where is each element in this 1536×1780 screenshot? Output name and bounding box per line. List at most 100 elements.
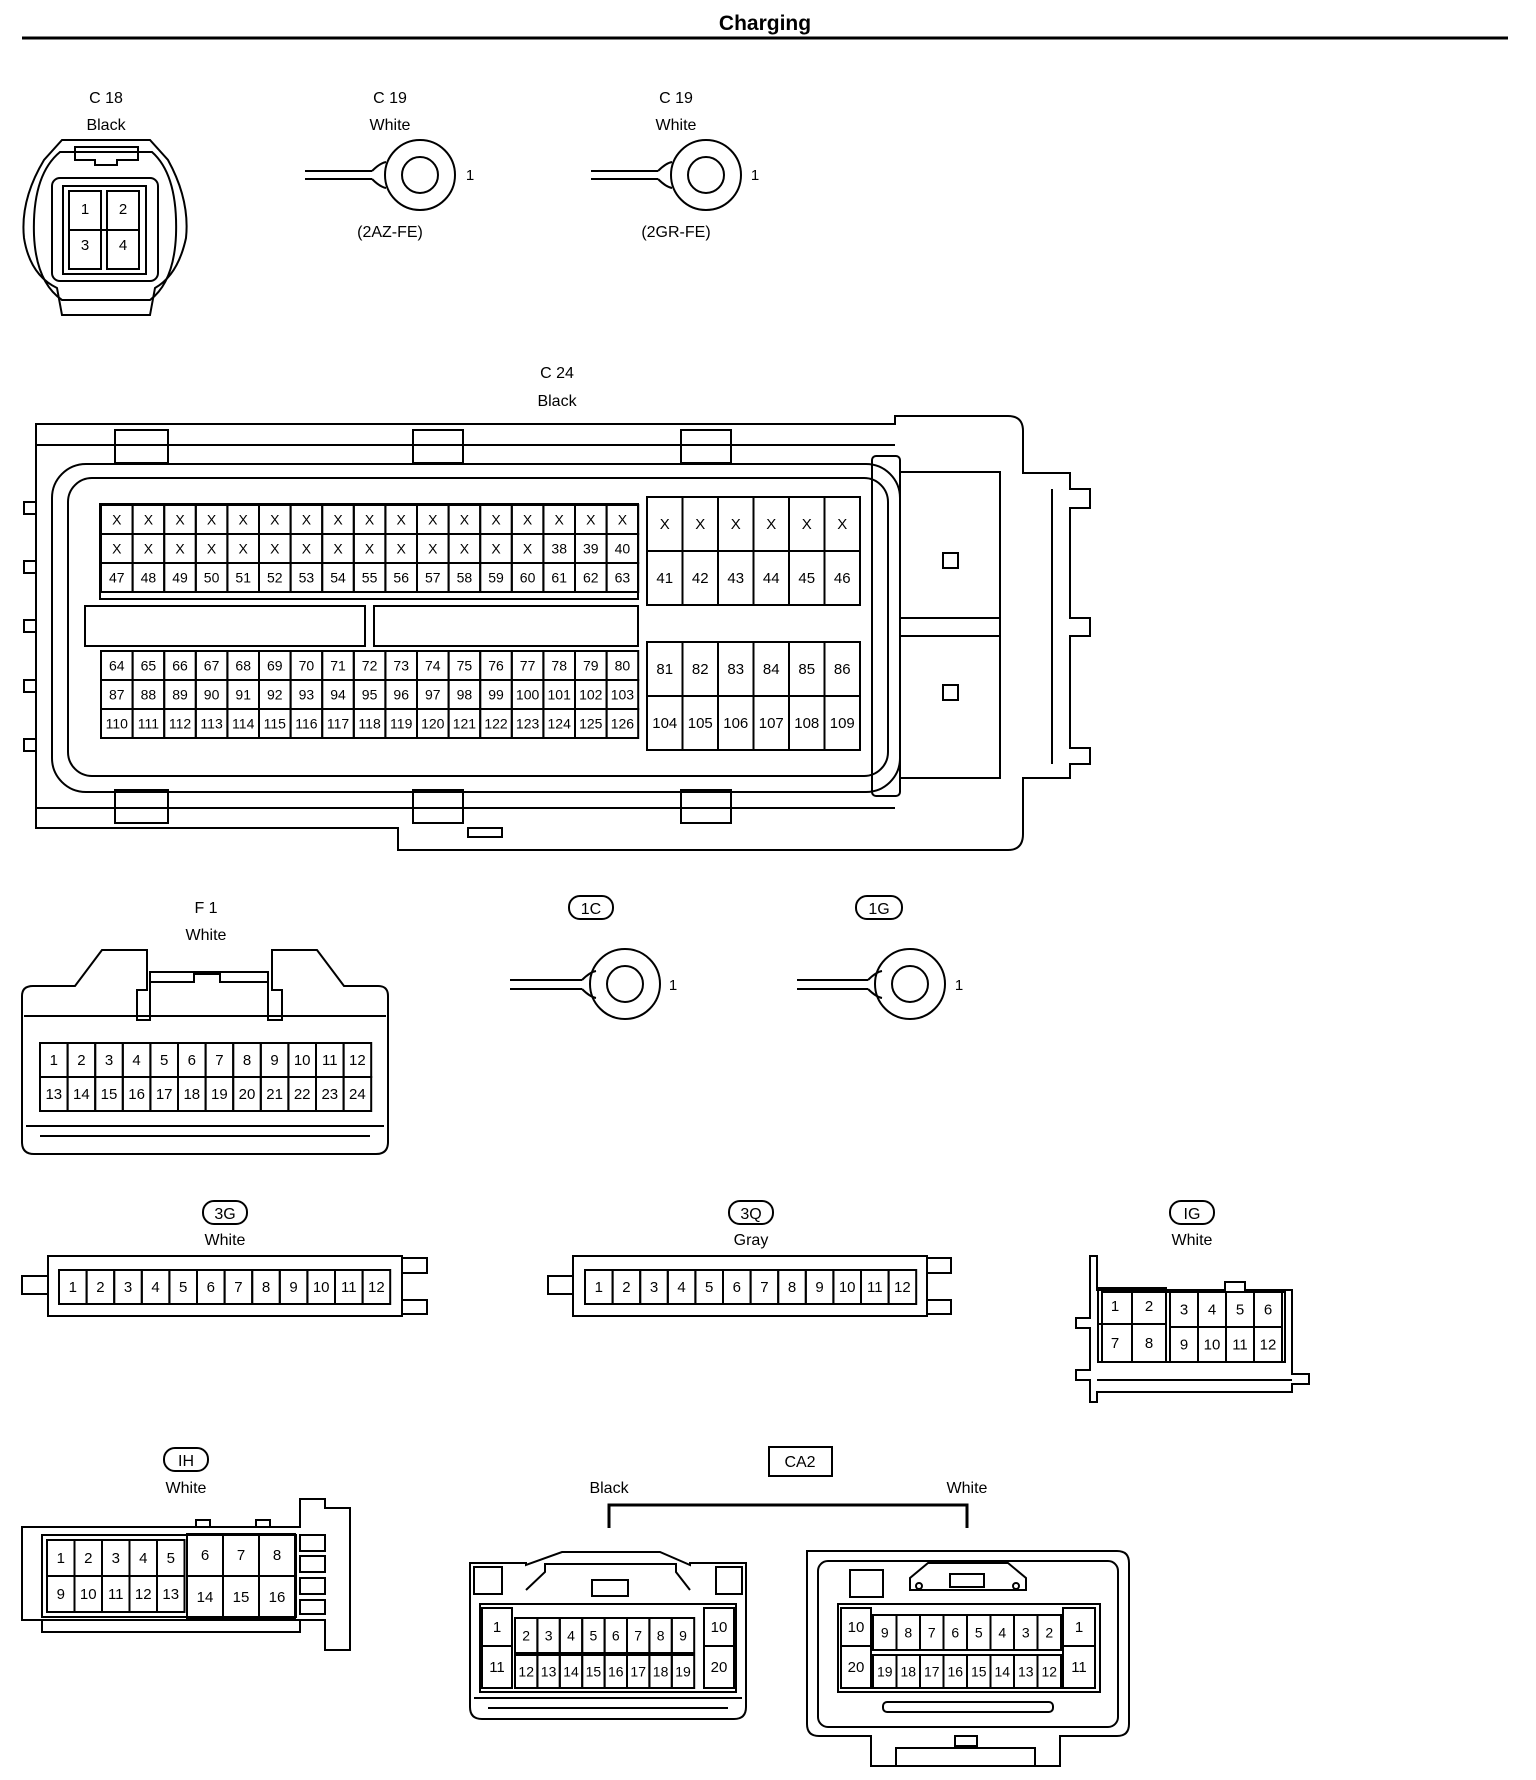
c24-pin: 111 (138, 716, 159, 732)
j3g-code: 3G (214, 1206, 235, 1223)
ca2-white-pin: 2 (1045, 1625, 1053, 1641)
f1-pin: 20 (239, 1086, 256, 1103)
c24-pin: 61 (551, 570, 567, 586)
c24-pin: X (695, 516, 705, 533)
ca2-black-pin: 5 (590, 1628, 598, 1644)
c24-pin: X (333, 541, 343, 557)
connector-c19-2az: C 19 White 1 (2AZ-FE) (305, 90, 474, 241)
ig-pin: 9 (1180, 1337, 1188, 1354)
c24-pin: 113 (200, 716, 223, 732)
ig-pin: 1 (1111, 1298, 1119, 1315)
c24-pin: 52 (267, 570, 283, 586)
ig-pin: 11 (1232, 1337, 1248, 1354)
c24-pin: X (333, 512, 343, 528)
f1-pin: 15 (101, 1086, 118, 1103)
c24-pin: 56 (393, 570, 409, 586)
j3q-pin: 3 (650, 1279, 658, 1296)
c24-pin: 112 (169, 716, 192, 732)
ih-pin: 12 (135, 1586, 152, 1603)
c24-pin: X (207, 541, 217, 557)
f1-pin: 19 (211, 1086, 228, 1103)
ca2-white-pin-cell (840, 1645, 872, 1689)
c24-pin: X (397, 512, 407, 528)
j3q-pin: 6 (733, 1279, 741, 1296)
connector-c19-2gr: C 19 White 1 (2GR-FE) (591, 90, 759, 241)
c24-pin: X (207, 512, 217, 528)
c24-color: Black (537, 393, 577, 410)
c24-pin: X (586, 512, 596, 528)
ca2-black-pin: 14 (563, 1664, 579, 1680)
ca2-white-pin: 16 (947, 1664, 963, 1680)
c24-pin: X (175, 541, 185, 557)
ig-code: IG (1184, 1206, 1201, 1223)
ca2-white-pin: 7 (928, 1625, 936, 1641)
f1-pin: 8 (243, 1052, 251, 1069)
c24-pin: 90 (204, 687, 220, 703)
ca2-white-pin: 19 (877, 1664, 893, 1680)
c24-pin: 116 (295, 716, 318, 732)
ca2-white-pin: 6 (951, 1625, 959, 1641)
f1-pin: 5 (160, 1052, 168, 1069)
c24-pin: 125 (579, 716, 603, 732)
ih-pin: 14 (197, 1589, 214, 1606)
ca2-white-pin: 20 (848, 1659, 865, 1676)
c24-pin: 88 (141, 687, 157, 703)
f1-pin: 23 (321, 1086, 338, 1103)
j3q-pin: 11 (867, 1279, 883, 1296)
ca2-black-pin: 13 (541, 1664, 557, 1680)
ca2-white-pin: 13 (1018, 1664, 1034, 1680)
c24-pin: X (239, 541, 249, 557)
ig-pin: 7 (1111, 1335, 1119, 1352)
j3g-pin: 9 (289, 1279, 297, 1296)
c24-pin: X (270, 512, 280, 528)
c24-pin: 54 (330, 570, 346, 586)
j3q-pin: 8 (788, 1279, 796, 1296)
c24-pin: 109 (830, 715, 855, 732)
j3q-pin: 5 (705, 1279, 713, 1296)
f1-pin: 12 (349, 1052, 366, 1069)
c24-pin: 42 (692, 570, 709, 587)
c24-pin: X (766, 516, 776, 533)
ca2-white-pin-cell (1036, 1654, 1062, 1689)
ca2-white-pin: 5 (975, 1625, 983, 1641)
c24-pin-cell (823, 695, 861, 751)
c24-pin: 99 (488, 687, 504, 703)
ih-pin: 5 (167, 1550, 175, 1567)
ca2-white-pin: 9 (881, 1625, 889, 1641)
c19a-pin: 1 (466, 167, 474, 184)
ih-pin: 10 (80, 1586, 97, 1603)
ig-pin: 3 (1180, 1302, 1188, 1319)
c24-pin: 71 (330, 658, 346, 674)
c24-pin: 89 (172, 687, 188, 703)
ig-pin: 4 (1208, 1302, 1216, 1319)
c24-pin: X (365, 512, 375, 528)
ca2-black-pin: 11 (489, 1659, 505, 1676)
j3g-pin: 2 (96, 1279, 104, 1296)
ca2-black-pin: 6 (612, 1628, 620, 1644)
ca2-white-pin: 17 (924, 1664, 940, 1680)
j3q-pin: 12 (894, 1279, 911, 1296)
f1-pin: 1 (50, 1052, 58, 1069)
f1-pin-cell (342, 1076, 373, 1112)
c24-pin: 69 (267, 658, 283, 674)
c24-pin: 82 (692, 661, 709, 678)
c24-pin: X (731, 516, 741, 533)
ih-pin: 2 (84, 1550, 92, 1567)
c24-pin: 50 (204, 570, 220, 586)
j3g-pin: 1 (69, 1279, 77, 1296)
c24-pin: X (802, 516, 812, 533)
ca2-black-pin: 18 (653, 1664, 669, 1680)
ca2-black-pin: 17 (630, 1664, 646, 1680)
ig-pin: 6 (1264, 1302, 1272, 1319)
c24-pin: X (460, 541, 470, 557)
j3g-pin: 10 (313, 1279, 330, 1296)
c24-pin: X (397, 541, 407, 557)
j3g-pin: 8 (262, 1279, 270, 1296)
c24-pin: X (144, 512, 154, 528)
c24-pin: 72 (362, 658, 378, 674)
c24-pin: 81 (656, 661, 673, 678)
